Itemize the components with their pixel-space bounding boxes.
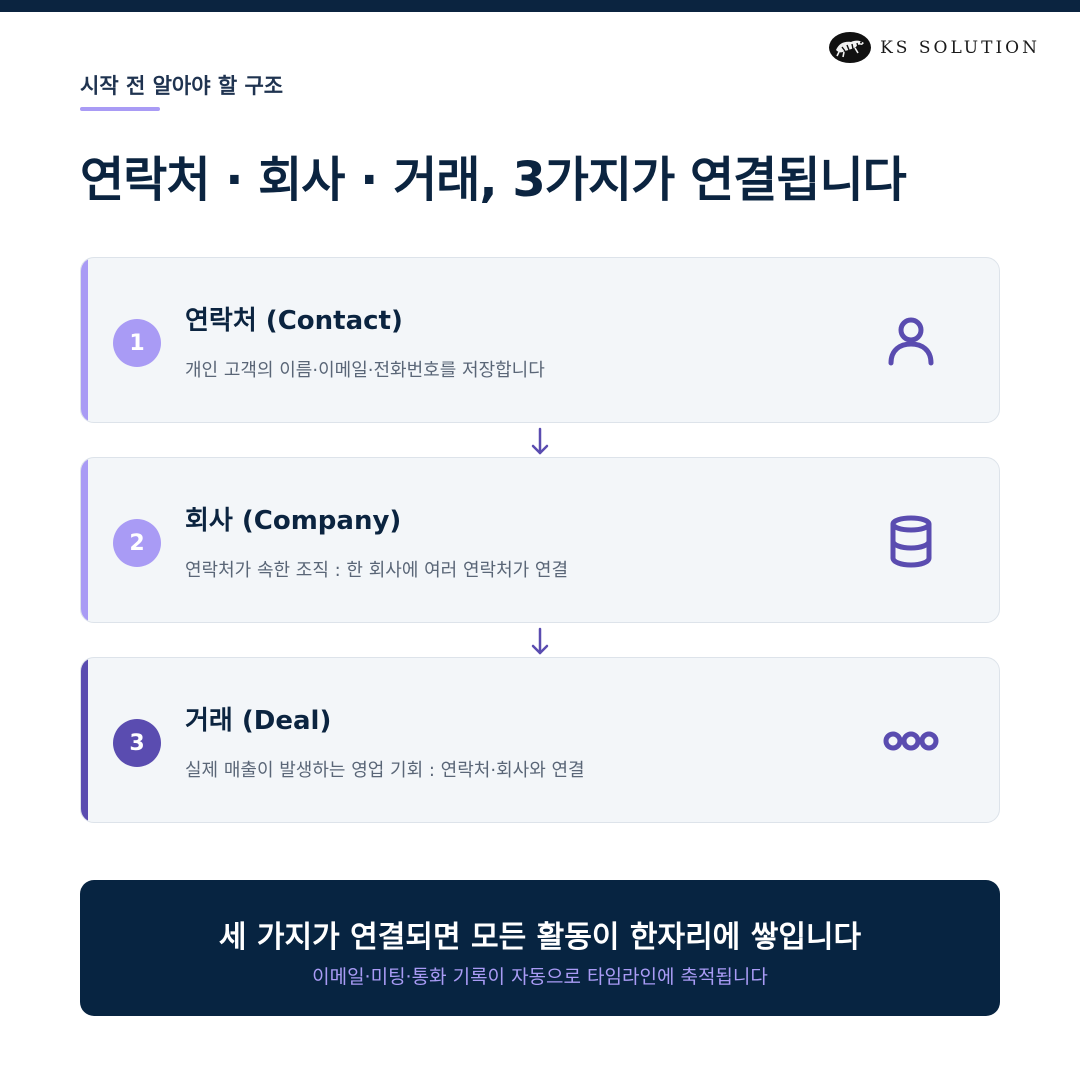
card-deal: 3 거래 (Deal) 실제 매출이 발생하는 영업 기회 : 연락처·회사와 … — [80, 657, 1000, 823]
card-description: 개인 고객의 이름·이메일·전화번호를 저장합니다 — [185, 360, 545, 381]
banner-headline: 세 가지가 연결되면 모든 활동이 한자리에 쌓입니다 — [218, 920, 862, 955]
summary-banner: 세 가지가 연결되면 모든 활동이 한자리에 쌓입니다 이메일·미팅·통화 기록… — [80, 880, 1000, 1016]
person-icon — [888, 317, 934, 366]
section-kicker: 시작 전 알아야 할 구조 — [80, 74, 284, 98]
brand-name: KS SOLUTION — [880, 37, 1040, 58]
kicker-underline — [80, 107, 160, 111]
card-accent-bar — [81, 258, 88, 422]
banner-subtext: 이메일·미팅·통화 기록이 자동으로 타임라인에 축적됩니다 — [312, 966, 768, 988]
card-accent-bar — [81, 658, 88, 822]
card-title: 연락처 (Contact) — [185, 306, 403, 336]
step-number-badge: 2 — [113, 519, 161, 567]
arrow-down-icon — [531, 627, 549, 655]
database-icon — [890, 515, 932, 568]
step-number-badge: 3 — [113, 719, 161, 767]
card-description: 실제 매출이 발생하는 영업 기회 : 연락처·회사와 연결 — [185, 760, 585, 781]
card-accent-bar — [81, 458, 88, 622]
card-contact: 1 연락처 (Contact) 개인 고객의 이름·이메일·전화번호를 저장합니… — [80, 257, 1000, 423]
tiger-icon — [829, 32, 872, 63]
step-number-badge: 1 — [113, 319, 161, 367]
brand: KS SOLUTION — [828, 31, 1040, 64]
page-title: 연락처 · 회사 · 거래, 3가지가 연결됩니다 — [80, 152, 907, 208]
arrow-down-icon — [531, 427, 549, 455]
chain-links-icon — [883, 731, 939, 751]
card-company: 2 회사 (Company) 연락처가 속한 조직 : 한 회사에 여러 연락처… — [80, 457, 1000, 623]
card-title: 회사 (Company) — [185, 506, 402, 536]
card-title: 거래 (Deal) — [185, 706, 332, 736]
card-description: 연락처가 속한 조직 : 한 회사에 여러 연락처가 연결 — [185, 560, 569, 581]
top-bar — [0, 0, 1080, 12]
